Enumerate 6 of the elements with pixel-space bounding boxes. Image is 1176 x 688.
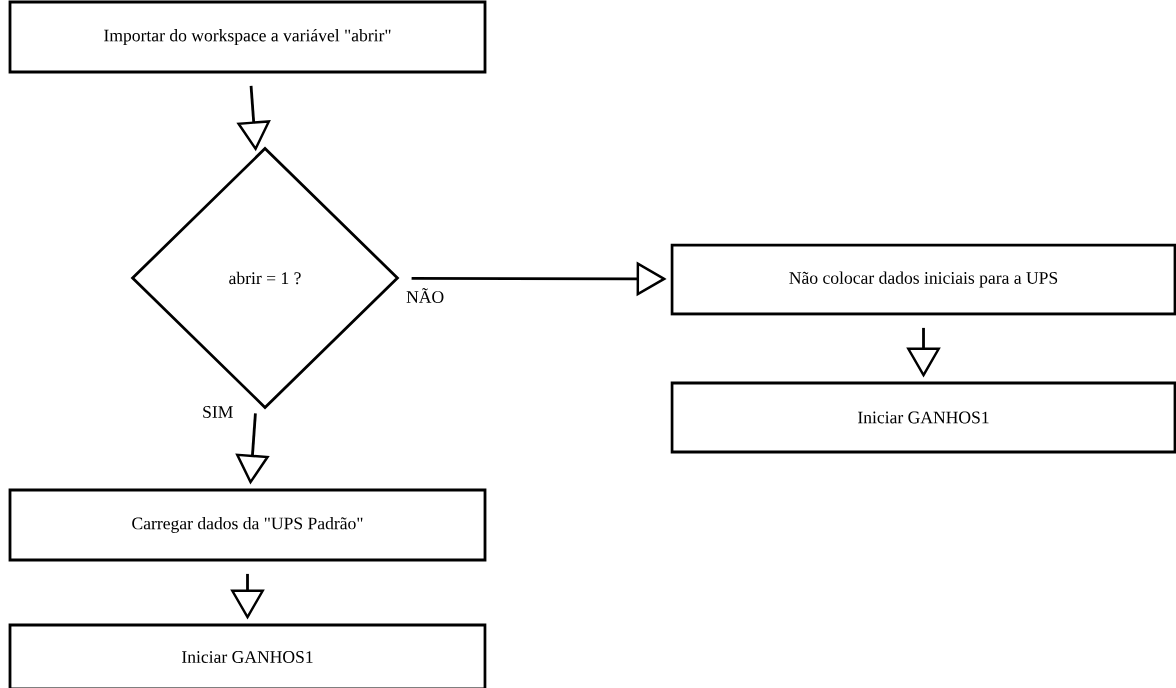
process-box: Iniciar GANHOS1 <box>8 623 487 688</box>
process-box: Iniciar GANHOS1 <box>670 381 1176 454</box>
process-box: Não colocar dados iniciais para a UPS <box>670 243 1176 316</box>
edge-label: NÃO <box>406 288 444 303</box>
process-box: Importar do workspace a variável "abrir" <box>8 0 487 74</box>
process-box: Carregar dados da "UPS Padrão" <box>8 488 487 562</box>
